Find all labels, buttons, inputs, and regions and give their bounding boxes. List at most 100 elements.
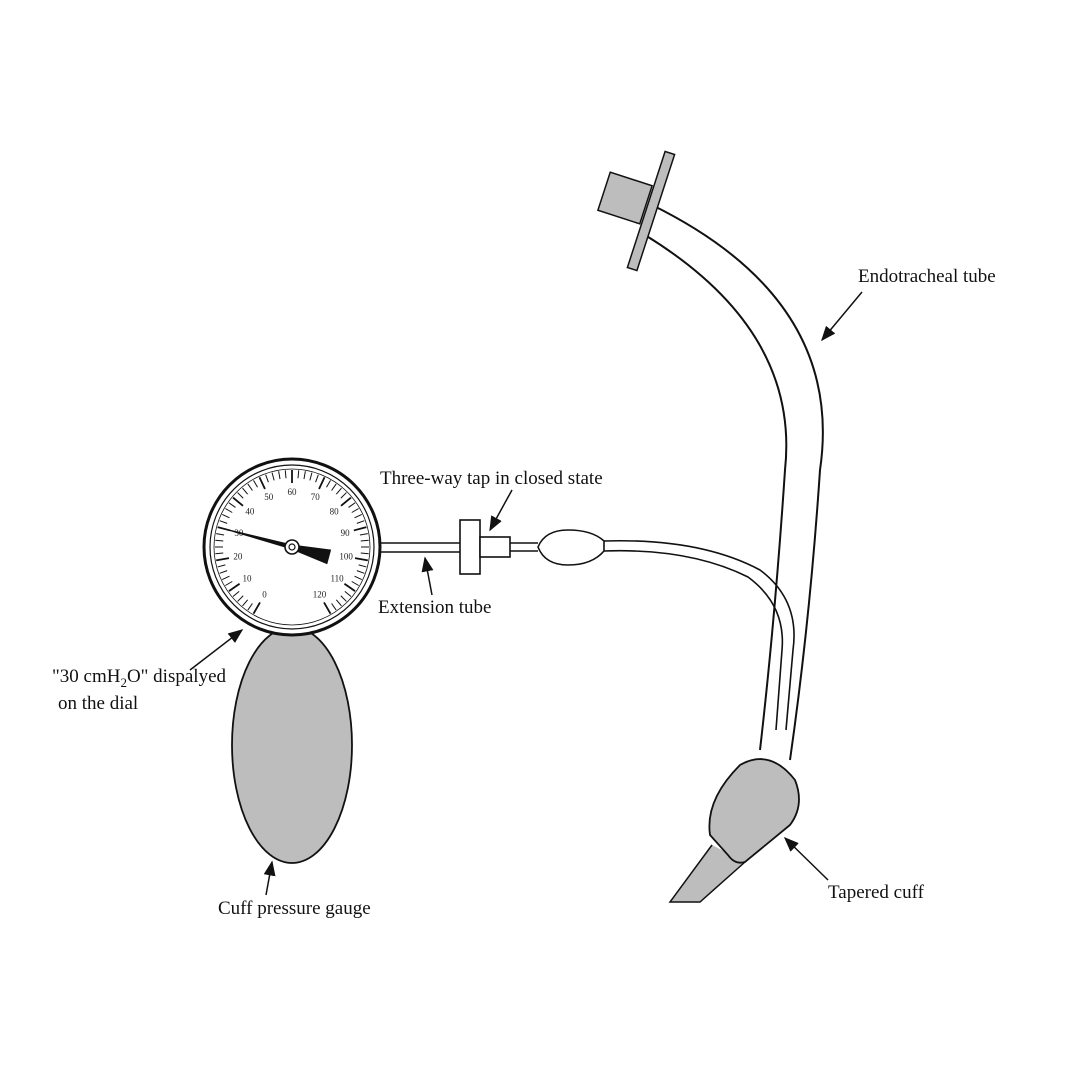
pressure-gauge-dial: 0102030405060708090100110120	[202, 457, 382, 637]
dial-minor-tick	[237, 492, 244, 499]
tap-body	[459, 519, 481, 575]
pilot-balloon	[537, 529, 605, 566]
dial-minor-tick	[265, 474, 269, 483]
dial-tick-label: 50	[264, 492, 274, 502]
dial-minor-tick	[225, 508, 233, 513]
dial-minor-tick	[228, 502, 236, 508]
dial-note-sub: 2	[120, 675, 127, 690]
dial-tick-label: 20	[233, 552, 243, 562]
dial-minor-tick	[215, 539, 224, 542]
dial-tick-label: 90	[341, 528, 351, 538]
dial-minor-tick	[222, 514, 230, 519]
pilot-line	[603, 539, 795, 731]
dial-minor-tick	[354, 514, 362, 519]
dial-major-tick	[252, 601, 261, 615]
tube-connector	[596, 171, 654, 225]
dial-minor-tick	[284, 470, 287, 479]
tap-port	[479, 536, 511, 558]
dial-minor-tick	[315, 474, 319, 483]
endotracheal-tube	[596, 150, 824, 903]
pilot-line-upper	[603, 539, 795, 731]
dial-minor-tick	[356, 520, 365, 524]
dial-minor-tick	[303, 471, 306, 480]
three-way-tap	[459, 519, 538, 575]
dial-tick-label: 0	[262, 590, 267, 600]
dial-major-tick	[340, 496, 352, 507]
dial-major-tick	[353, 526, 367, 532]
tube-inner-wall	[644, 234, 788, 751]
dial-minor-tick	[215, 552, 224, 555]
arrow-tapered-cuff	[783, 836, 829, 881]
dial-major-tick	[258, 476, 266, 490]
arrow-three-way-tap	[489, 489, 513, 532]
dial-tick-label: 70	[311, 492, 321, 502]
dial-minor-tick	[354, 575, 362, 580]
label-cuff-pressure-gauge: Cuff pressure gauge	[218, 898, 371, 919]
label-dial-note-line1: "30 cmH2O" dispalyed	[52, 666, 226, 690]
dial-inner-ring	[209, 464, 375, 630]
dial-major-tick	[216, 557, 230, 562]
dial-minor-tick	[219, 520, 228, 524]
dial-tick-label: 80	[330, 507, 340, 517]
dial-minor-tick	[335, 487, 342, 495]
dial-minor-tick	[217, 564, 226, 568]
dial-tick-label: 120	[313, 590, 327, 600]
dial-tick-label: 10	[242, 574, 252, 584]
label-extension-tube: Extension tube	[378, 597, 491, 618]
dial-minor-tick	[358, 564, 367, 568]
tube-outer-wall	[651, 204, 824, 761]
dial-major-tick	[343, 582, 356, 592]
dial-minor-tick	[331, 483, 337, 491]
label-three-way-tap: Three-way tap in closed state	[380, 468, 603, 489]
needle-hub	[284, 539, 300, 555]
dial-minor-tick	[271, 472, 275, 481]
label-dial-note-line2: on the dial	[58, 693, 138, 714]
arrow-extension-tube	[421, 556, 434, 596]
dial-face-ring	[213, 468, 371, 626]
dial-major-tick	[318, 476, 326, 490]
dial-minor-tick	[360, 552, 369, 555]
needle-hub-center	[288, 543, 296, 551]
label-tapered-cuff: Tapered cuff	[828, 882, 925, 903]
dial-ticks	[215, 470, 369, 615]
dial-major-tick	[232, 496, 244, 507]
needle-pointer	[224, 528, 332, 565]
tube-tip	[668, 844, 746, 903]
dial-needle	[224, 528, 332, 565]
dial-minor-tick	[297, 470, 300, 479]
dial-major-tick	[228, 582, 241, 592]
dial-minor-tick	[309, 472, 313, 481]
dial-minor-tick	[326, 480, 331, 488]
dial-minor-tick	[278, 471, 281, 480]
pilot-line-lower	[603, 549, 784, 731]
dial-note-pre: "30 cmH	[52, 666, 121, 687]
tapered-cuff	[708, 758, 800, 864]
dial-tick-label: 110	[330, 574, 344, 584]
dial-minor-tick	[216, 533, 225, 536]
dial-minor-tick	[242, 599, 249, 607]
dial-tick-label: 60	[288, 487, 298, 497]
dial-minor-tick	[351, 508, 359, 513]
dial-minor-tick	[356, 570, 365, 574]
arrow-cuff-pressure-gauge	[263, 860, 276, 896]
dial-major-tick	[323, 601, 332, 615]
dial-minor-tick	[331, 603, 337, 611]
dial-minor-tick	[351, 581, 359, 586]
dial-minor-tick	[222, 575, 230, 580]
label-endotracheal-tube: Endotracheal tube	[858, 266, 996, 287]
leader-arrows	[189, 291, 863, 896]
dial-minor-tick	[232, 590, 240, 597]
dial-minor-tick	[359, 533, 368, 536]
dial-tick-label: 40	[245, 507, 255, 517]
dial-minor-tick	[360, 539, 369, 542]
dial-minor-tick	[344, 590, 352, 597]
dial-note-post: O" dispalyed	[127, 666, 227, 687]
extension-tube	[376, 542, 460, 553]
arrow-dial-note	[189, 629, 244, 671]
dial-tick-label: 100	[339, 552, 353, 562]
arrow-endotracheal-tube	[821, 291, 863, 342]
dial-minor-tick	[225, 581, 233, 586]
dial-minor-tick	[340, 492, 347, 499]
